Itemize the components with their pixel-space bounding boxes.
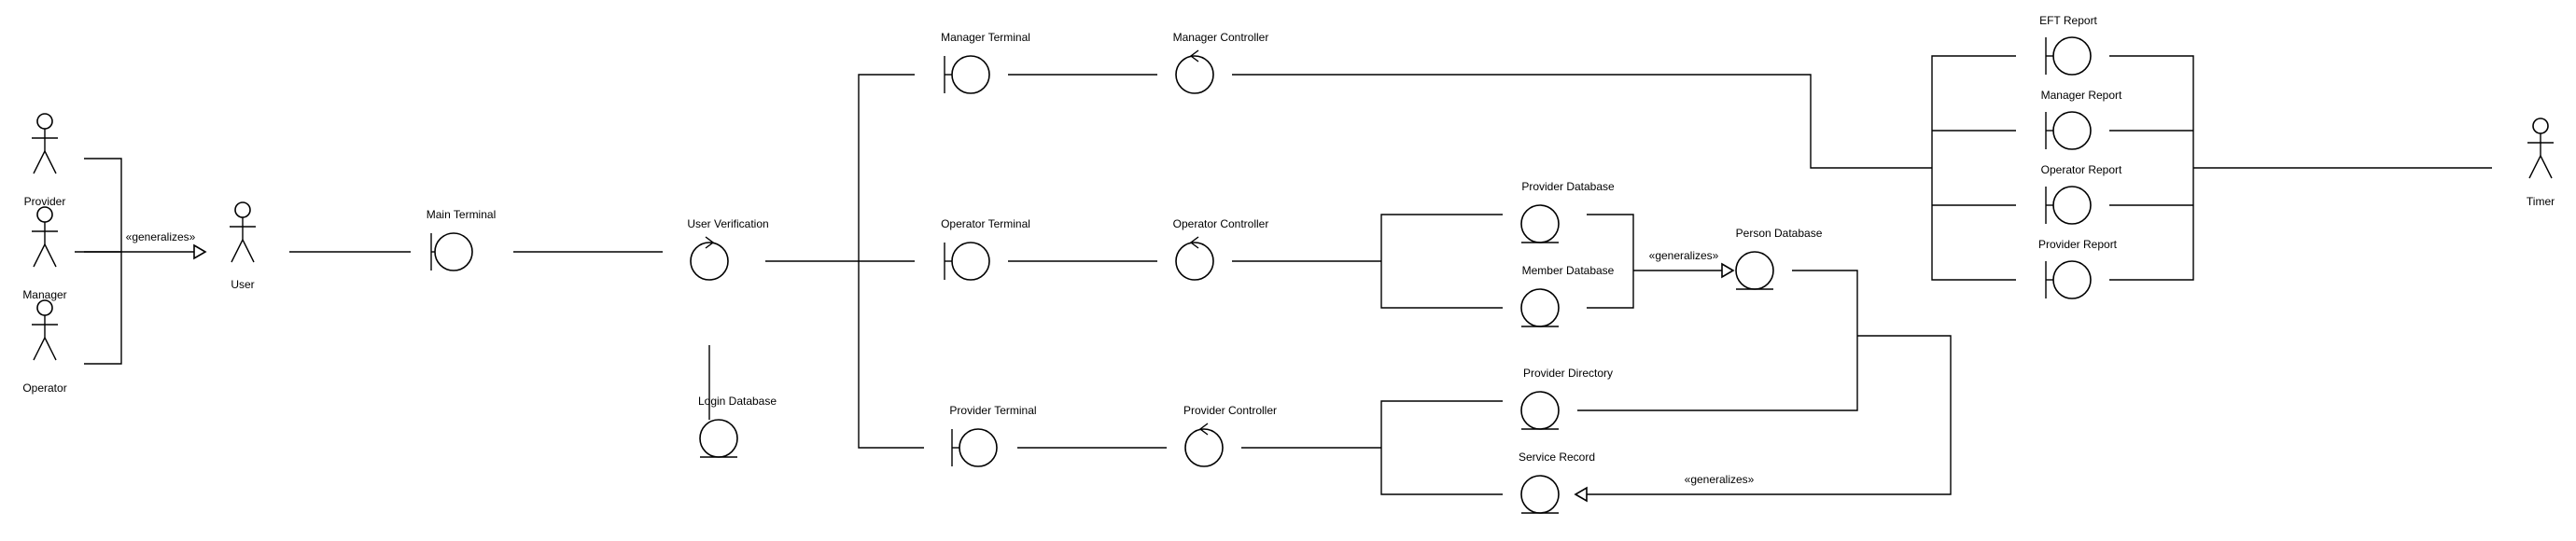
provider-terminal-label: Provider Terminal <box>949 404 1036 417</box>
actor-operator-label: Operator <box>22 381 66 395</box>
service-record-label: Service Record <box>1519 451 1595 464</box>
connectors <box>75 55 2492 503</box>
actor-timer-label: Timer <box>2527 195 2555 208</box>
actor-user: User <box>230 201 256 291</box>
person-database-label: Person Database <box>1736 227 1823 240</box>
entity-circle-icon <box>699 419 738 458</box>
login-database-label: Login Database <box>698 395 777 408</box>
control-manager-controller: Manager Controller <box>1173 31 1269 94</box>
provider-directory-label: Provider Directory <box>1523 367 1613 380</box>
actor-head-icon <box>36 113 53 130</box>
user-verification-label: User Verification <box>687 217 768 230</box>
control-arrow-icon <box>705 236 715 249</box>
db-bracket-right <box>1587 214 1634 309</box>
actor-timer: Timer <box>2527 118 2555 208</box>
manager-controller-label: Manager Controller <box>1173 31 1269 44</box>
entity-circle-icon <box>1520 204 1560 243</box>
boundary-circle-icon <box>2052 186 2092 225</box>
generalize-arrowhead-records <box>1574 486 1588 503</box>
control-arrow-icon <box>1198 423 1209 436</box>
control-circle-icon <box>1175 242 1214 281</box>
boundary-manager-report: Manager Report <box>2041 89 2122 150</box>
boundary-circle-icon <box>2052 111 2092 150</box>
report-bus-right <box>2109 55 2194 281</box>
boundary-provider-terminal: Provider Terminal <box>949 404 1037 467</box>
entity-provider-directory: Provider Directory <box>1520 367 1613 430</box>
generalizes-label-databases: «generalizes» <box>1649 249 1719 262</box>
boundary-circle-icon <box>951 242 990 281</box>
operator-report-label: Operator Report <box>2041 163 2122 176</box>
generalizes-label-actors: «generalizes» <box>126 230 196 243</box>
entity-provider-database: Provider Database <box>1520 180 1615 243</box>
member-database-label: Member Database <box>1522 264 1615 277</box>
eft-report-label: EFT Report <box>2039 14 2097 27</box>
actor-manager-label: Manager <box>22 288 66 301</box>
link-manager-controller-reports <box>1232 74 1932 169</box>
control-provider-controller: Provider Controller <box>1183 404 1277 467</box>
link-provider-controller-records <box>1380 400 1503 495</box>
entity-service-record: Service Record <box>1519 451 1595 514</box>
entity-login-database: Login Database <box>698 395 777 458</box>
actor-manager: Manager <box>22 206 67 301</box>
boundary-operator-report: Operator Report <box>2041 163 2122 225</box>
actor-head-icon <box>2532 118 2549 134</box>
boundary-manager-terminal: Manager Terminal <box>941 31 1030 94</box>
link-person-db-service-record <box>1587 335 1952 495</box>
db-bracket <box>1380 214 1503 309</box>
control-user-verification: User Verification <box>687 217 769 281</box>
link-directory-person-db <box>1577 270 1858 411</box>
terminal-bus <box>858 74 924 449</box>
entity-person-database: Person Database <box>1735 227 1823 290</box>
report-bus-left <box>1931 55 2016 281</box>
entity-circle-icon <box>1520 475 1560 514</box>
boundary-eft-report: EFT Report <box>2039 14 2098 76</box>
actor-provider: Provider <box>24 113 66 208</box>
manager-report-label: Manager Report <box>2041 89 2122 102</box>
control-circle-icon <box>1175 55 1214 94</box>
control-arrow-icon <box>1189 236 1199 249</box>
entity-circle-icon <box>1520 288 1560 327</box>
actor-head-icon <box>234 201 251 218</box>
control-arrow-icon <box>1189 49 1199 62</box>
entity-circle-icon <box>1735 251 1774 290</box>
generalize-arrowhead-databases <box>1721 262 1735 279</box>
control-operator-controller: Operator Controller <box>1173 217 1269 281</box>
operator-controller-label: Operator Controller <box>1173 217 1269 230</box>
actor-head-icon <box>36 206 53 223</box>
boundary-operator-terminal: Operator Terminal <box>941 217 1030 281</box>
manager-terminal-label: Manager Terminal <box>941 31 1030 44</box>
boundary-circle-icon <box>2052 260 2092 299</box>
generalize-arrowhead-actors <box>193 243 207 260</box>
generalizes-label-records: «generalizes» <box>1685 473 1755 486</box>
actor-user-label: User <box>231 278 254 291</box>
control-circle-icon <box>1184 428 1224 467</box>
control-circle-icon <box>690 242 729 281</box>
operator-terminal-label: Operator Terminal <box>941 217 1030 230</box>
actor-head-icon <box>36 299 53 316</box>
provider-controller-label: Provider Controller <box>1183 404 1277 417</box>
provider-report-label: Provider Report <box>2038 238 2118 251</box>
actor-provider-label: Provider <box>24 195 66 208</box>
actor-operator: Operator <box>22 299 67 395</box>
main-terminal-label: Main Terminal <box>427 208 496 221</box>
boundary-provider-report: Provider Report <box>2038 238 2118 299</box>
boundary-circle-icon <box>959 428 998 467</box>
boundary-circle-icon <box>951 55 990 94</box>
actor-bracket <box>84 158 122 365</box>
provider-database-label: Provider Database <box>1521 180 1615 193</box>
boundary-circle-icon <box>434 232 473 271</box>
entity-member-database: Member Database <box>1520 264 1615 327</box>
entity-circle-icon <box>1520 391 1560 430</box>
boundary-circle-icon <box>2052 36 2092 76</box>
boundary-main-terminal: Main Terminal <box>427 208 496 271</box>
